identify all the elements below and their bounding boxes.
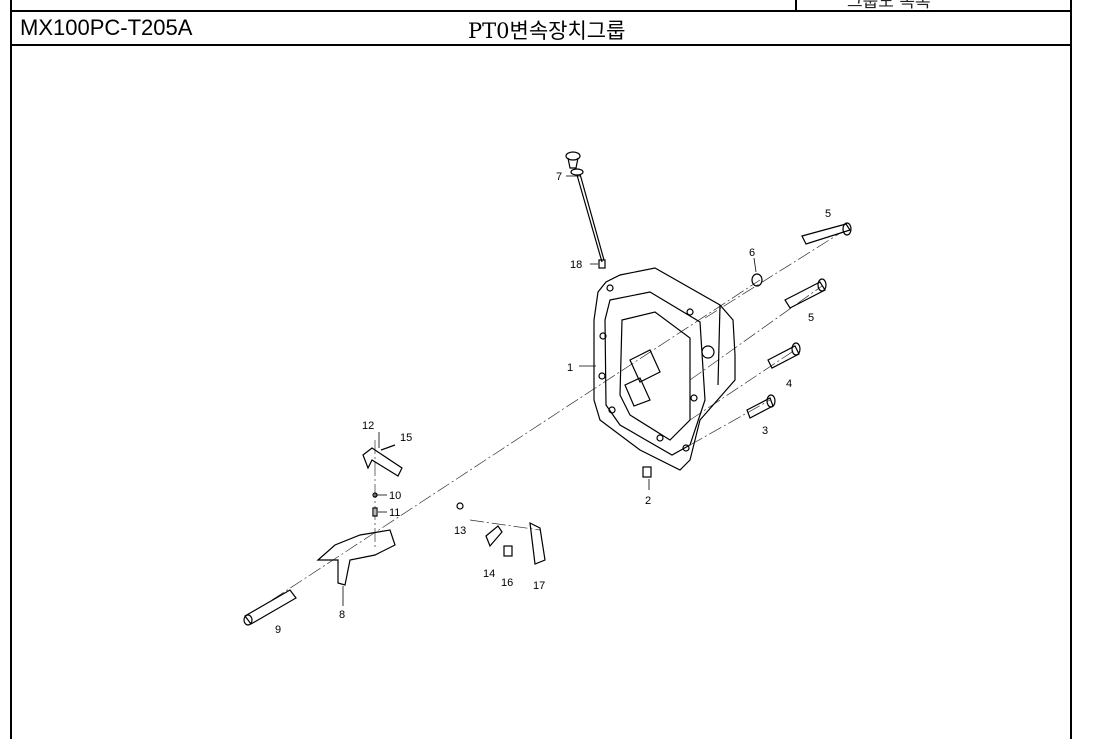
callout-18: 18 — [570, 259, 582, 271]
callout-5a: 5 — [825, 208, 831, 220]
callout-14: 14 — [483, 568, 495, 580]
callout-5b: 5 — [808, 312, 814, 324]
callout-labels: 1 2 3 4 5 5 6 7 8 9 10 11 12 13 14 15 16… — [275, 171, 831, 636]
callout-6: 6 — [749, 247, 755, 259]
model-code: MX100PC-T205A — [20, 15, 193, 40]
callout-3: 3 — [762, 425, 768, 437]
callout-11: 11 — [389, 507, 400, 519]
callout-12: 12 — [362, 420, 374, 432]
callout-15: 15 — [400, 432, 412, 444]
callout-13: 13 — [454, 525, 466, 537]
callout-1: 1 — [567, 362, 573, 374]
assembly-axes — [271, 231, 843, 601]
top-tab-label: 그룹도 목록 — [847, 0, 931, 10]
top-tab: 그룹도 목록 — [795, 0, 1072, 10]
header-bar: MX100PC-T205A PT0변속장치그룹 — [10, 10, 1072, 46]
group-title: PT0변속장치그룹 — [468, 19, 626, 43]
callout-10: 10 — [389, 490, 401, 502]
shift-mechanism — [243, 444, 546, 626]
callout-9: 9 — [275, 624, 281, 636]
callout-17: 17 — [533, 580, 545, 592]
leader-lines — [342, 175, 757, 606]
callout-4: 4 — [786, 378, 792, 390]
housing-1 — [593, 267, 736, 471]
callout-2: 2 — [645, 495, 651, 507]
callout-7: 7 — [556, 171, 562, 183]
callout-16: 16 — [501, 577, 513, 589]
dipstick-7 — [565, 151, 606, 269]
callout-8: 8 — [339, 609, 345, 621]
bolts — [642, 222, 852, 478]
drawing-frame — [10, 0, 1072, 739]
